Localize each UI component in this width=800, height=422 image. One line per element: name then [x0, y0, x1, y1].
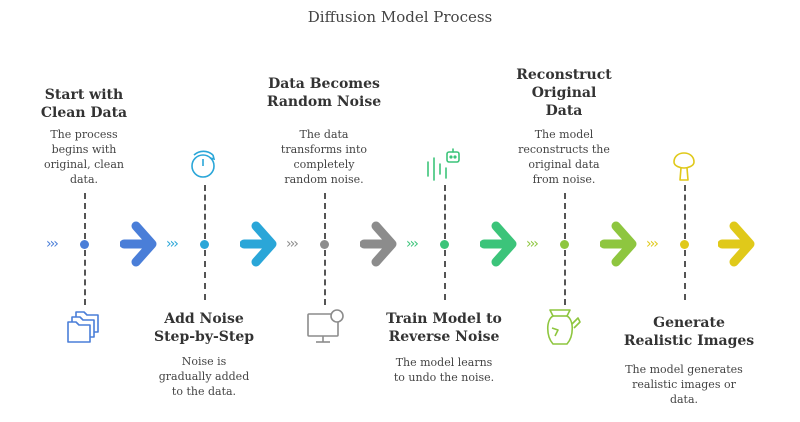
step-4-dot [440, 240, 449, 249]
step-4-connector-top [444, 185, 446, 239]
step-5-connector-bottom [564, 250, 566, 305]
step-1-connector-top [84, 193, 86, 239]
step-5-desc-line-1: The model [534, 128, 594, 141]
step-2-heading: Add Noise Step-by-Step [134, 310, 274, 346]
step-2-chevrons: ››› [166, 236, 179, 252]
step-2-desc-line-2: gradually added [158, 370, 250, 383]
step-3-heading-line-2: Random Noise [266, 94, 382, 110]
step-1-heading-line-1: Start with [44, 87, 124, 103]
diagram-title: Diffusion Model Process [307, 8, 493, 26]
step-4-chevrons: ››› [406, 236, 419, 252]
step-1-desc-line-4: data. [69, 173, 99, 186]
step-5-description: The model reconstructs the original data… [504, 127, 624, 187]
step-4-description: The model learns to undo the noise. [384, 355, 504, 385]
step-1-description: The process begins with original, clean … [24, 127, 144, 187]
step-5-heading-line-2: Original [531, 85, 597, 101]
step-5-dot [560, 240, 569, 249]
step-1-heading: Start with Clean Data [14, 86, 154, 122]
step-5-desc-line-3: original data [528, 158, 600, 171]
step-1-chevrons: ››› [46, 236, 59, 252]
step-1-dot [80, 240, 89, 249]
step-4-heading-line-2: Reverse Noise [388, 329, 500, 345]
step-3-connector-top [324, 193, 326, 239]
step-5-heading-line-3: Data [545, 103, 583, 119]
step-3-arrow [360, 221, 397, 267]
step-4-heading: Train Model to Reverse Noise [374, 310, 514, 346]
step-2-desc-line-1: Noise is [181, 355, 227, 368]
step-4-desc-line-2: to undo the noise. [393, 371, 495, 384]
step-5-chevrons: ››› [526, 236, 539, 252]
step-1-desc-line-2: begins with [51, 143, 117, 156]
step-6-connector-top [684, 185, 686, 239]
step-4-arrow [480, 221, 517, 267]
step-4-connector-bottom [444, 250, 446, 300]
step-6-arrow [718, 221, 755, 267]
step-3-desc-line-2: transforms into [280, 143, 368, 156]
step-3-dot [320, 240, 329, 249]
step-1-connector-bottom [84, 250, 86, 305]
robot-icon [427, 148, 460, 181]
step-1-desc-line-3: original, clean [44, 158, 124, 171]
step-6-connector-bottom [684, 250, 686, 300]
step-2-connector-bottom [204, 250, 206, 300]
step-2-connector-top [204, 185, 206, 239]
step-6-chevrons: ››› [646, 236, 659, 252]
step-6-heading: Generate Realistic Images [614, 314, 764, 350]
step-6-description: The model generates realistic images or … [614, 362, 754, 407]
step-1-heading-line-2: Clean Data [40, 105, 128, 121]
step-2-heading-line-1: Add Noise [164, 311, 244, 327]
step-3-description: The data transforms into completely rand… [264, 127, 384, 187]
step-1-arrow [120, 221, 157, 267]
step-6-desc-line-2: realistic images or [632, 378, 736, 391]
step-3-heading: Data Becomes Random Noise [254, 75, 394, 111]
step-5-desc-line-2: reconstructs the [518, 143, 610, 156]
step-2-description: Noise is gradually added to the data. [144, 354, 264, 399]
step-5-connector-top [564, 193, 566, 239]
step-6-desc-line-1: The model generates [625, 363, 743, 376]
step-5-arrow [600, 221, 637, 267]
step-3-desc-line-4: random noise. [284, 173, 364, 186]
step-3-chevrons: ››› [286, 236, 299, 252]
step-5-heading-line-1: Reconstruct [516, 67, 612, 83]
step-5-heading: Reconstruct Original Data [494, 66, 634, 120]
step-6-heading-line-2: Realistic Images [623, 333, 755, 349]
monitor-icon [307, 309, 344, 343]
step-6-heading-line-1: Generate [653, 315, 725, 331]
step-6-desc-line-3: data. [669, 393, 699, 406]
step-1-desc-line-1: The process [50, 128, 118, 141]
step-2-dot [200, 240, 209, 249]
vase-icon [546, 309, 581, 345]
step-2-arrow [240, 221, 277, 267]
step-2-desc-line-3: to the data. [171, 385, 237, 398]
dial-icon [191, 150, 216, 178]
step-4-heading-line-1: Train Model to [386, 311, 502, 327]
step-3-desc-line-1: The data [299, 128, 349, 141]
mushroom-icon [673, 152, 695, 181]
step-4-desc-line-1: The model learns [395, 356, 493, 369]
step-3-connector-bottom [324, 250, 326, 305]
folders-icon [67, 311, 99, 343]
step-5-desc-line-4: from noise. [532, 173, 596, 186]
step-6-dot [680, 240, 689, 249]
step-2-heading-line-2: Step-by-Step [153, 329, 255, 345]
step-3-desc-line-3: completely [293, 158, 355, 171]
step-3-heading-line-1: Data Becomes [268, 76, 380, 92]
